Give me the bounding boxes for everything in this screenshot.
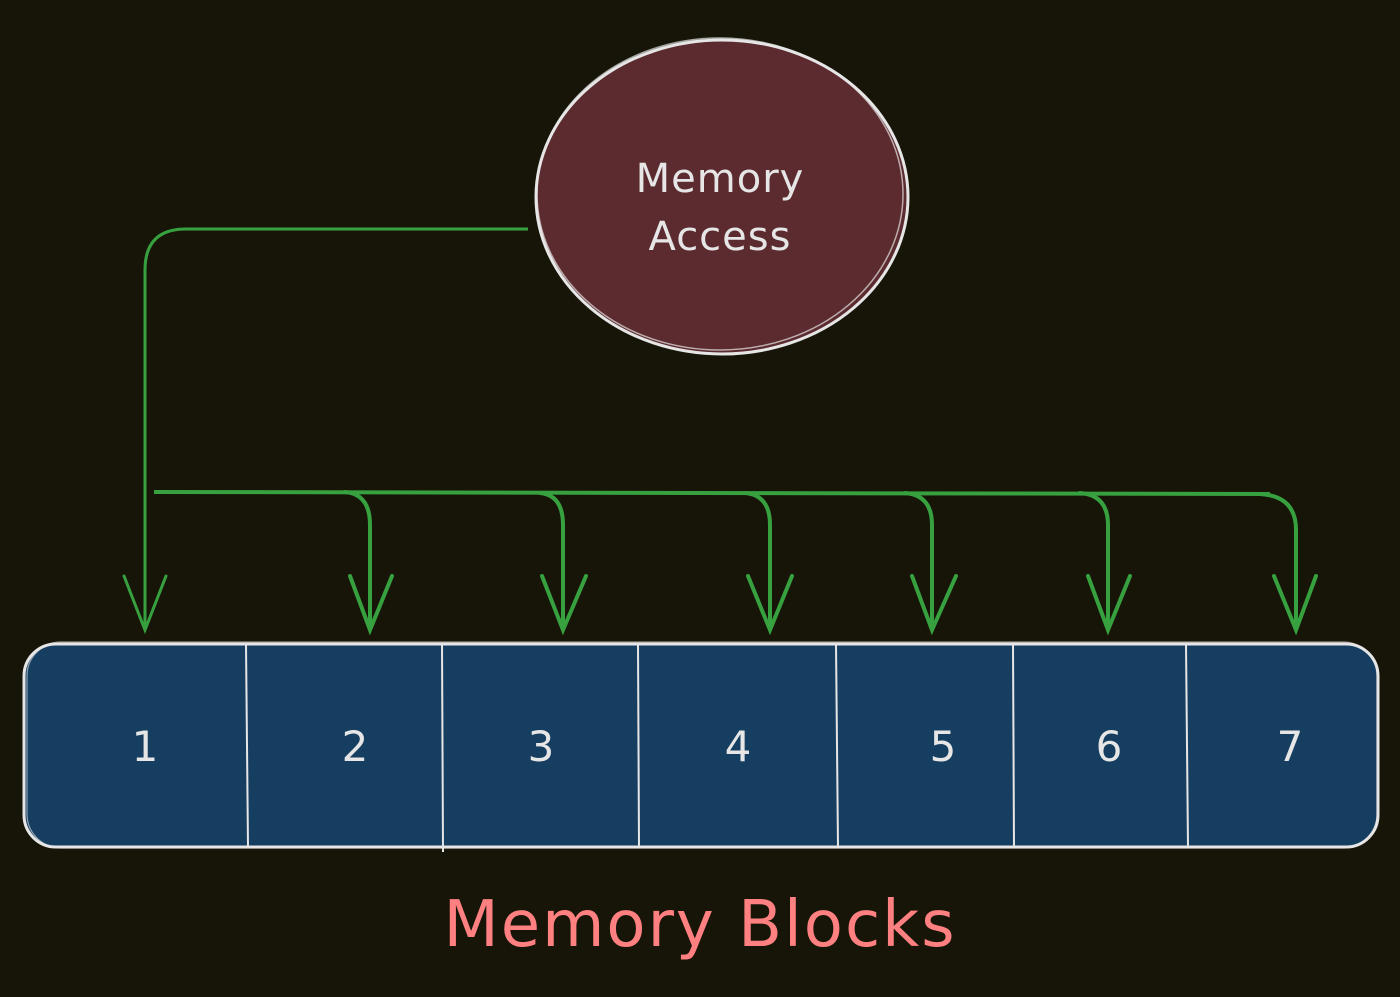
divider-5-6 xyxy=(1012,643,1015,848)
memory-access-circle xyxy=(534,38,910,356)
memory-access-line-2: Access xyxy=(648,214,792,260)
arrowhead-block-6 xyxy=(1086,574,1132,636)
block-6-label: 6 xyxy=(1095,722,1123,771)
memory-blocks-caption: Memory Blocks xyxy=(443,888,957,962)
arrowhead-block-4 xyxy=(746,574,794,636)
memory-access-line-1: Memory xyxy=(635,156,805,202)
branch-to-block-3 xyxy=(538,491,565,630)
connector-to-block-1 xyxy=(143,227,528,628)
divider-1-2 xyxy=(245,643,249,848)
block-5-label: 5 xyxy=(929,722,957,771)
branch-to-block-4 xyxy=(743,491,772,630)
branch-to-block-6 xyxy=(1078,491,1110,630)
branch-to-block-5 xyxy=(903,491,934,630)
arrowhead-block-7 xyxy=(1272,574,1318,636)
block-3-label: 3 xyxy=(527,722,555,771)
divider-3-4 xyxy=(637,643,640,848)
divider-2-3 xyxy=(441,643,444,853)
arrowhead-block-2 xyxy=(348,574,394,636)
branch-to-block-7 xyxy=(1258,492,1298,630)
memory-access-label: Memory Access xyxy=(560,150,880,266)
memory-blocks-bar xyxy=(22,642,1380,849)
block-1-label: 1 xyxy=(131,722,159,771)
arrowhead-block-1 xyxy=(122,574,168,635)
divider-6-7 xyxy=(1185,643,1189,848)
block-4-label: 4 xyxy=(724,722,752,771)
arrow-group xyxy=(343,490,1318,636)
distribution-bus xyxy=(153,490,1271,496)
arrowhead-block-3 xyxy=(540,574,588,636)
arrowhead-block-5 xyxy=(910,574,958,636)
block-dividers xyxy=(245,643,1189,853)
divider-4-5 xyxy=(835,643,839,848)
memory-blocks-bar-sketch xyxy=(26,641,1378,849)
block-7-label: 7 xyxy=(1276,722,1304,771)
block-2-label: 2 xyxy=(341,722,369,771)
branch-to-block-2 xyxy=(343,490,372,630)
memory-access-circle-sketch xyxy=(536,37,904,351)
